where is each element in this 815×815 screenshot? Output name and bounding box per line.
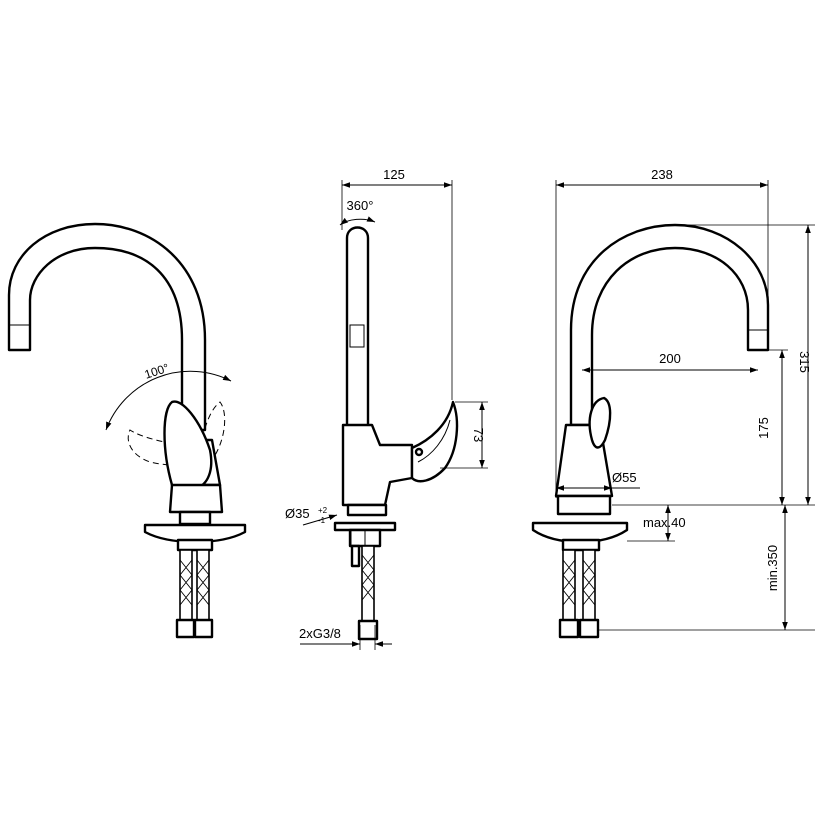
hose-right-1 (562, 549, 576, 623)
body-side (341, 423, 414, 507)
hose-front-2 (196, 549, 210, 621)
connection-label: 2xG3/8 (299, 626, 341, 641)
side-view: 125 360° 73 Ø35 +2 -1 (285, 167, 488, 650)
spout-front (7, 222, 207, 432)
dim-125-label: 125 (383, 167, 405, 182)
dim-max40-label: max.40 (643, 515, 686, 530)
dim-55-label: Ø55 (612, 470, 637, 485)
lever-side (410, 400, 459, 483)
hose-front-1 (179, 549, 193, 621)
dim-35-tol-plus: +2 (318, 506, 328, 515)
dim-315-label: 315 (797, 351, 812, 373)
dim-238-label: 238 (651, 167, 673, 182)
lever-angle-label: 100° (143, 361, 171, 382)
hose-nut-front-2 (193, 618, 214, 639)
base-right (556, 494, 612, 516)
stud-side (350, 544, 361, 568)
lever-pivot (414, 447, 424, 457)
dim-73-label: 73 (471, 428, 486, 442)
braid-right-2 (582, 559, 596, 606)
hose-nut-side (357, 619, 379, 641)
lever-ghost-right (199, 401, 226, 461)
swivel-label: 360° (347, 198, 374, 213)
front-view: 100° (7, 222, 247, 639)
braid-front-2 (196, 559, 210, 606)
lever-side-edge (417, 419, 451, 463)
dim-35-tol-minus: -1 (318, 516, 326, 525)
dim-175-label: 175 (756, 417, 771, 439)
lever-right (588, 396, 612, 449)
dim-min350-label: min.350 (765, 545, 780, 591)
washer-side (333, 521, 397, 532)
lever-rotation-arc (105, 370, 232, 431)
dim-200-label: 200 (659, 351, 681, 366)
right-view: 238 200 315 175 Ø55 (531, 167, 815, 639)
hose-nut-right-1 (558, 618, 580, 639)
braid-side (361, 554, 375, 601)
braid-front-1 (179, 559, 193, 606)
swivel-arc (339, 216, 376, 226)
spout-right (569, 223, 770, 427)
braid-right-1 (562, 559, 576, 606)
nut-front (176, 538, 214, 552)
base-front (168, 483, 224, 514)
spout-side (345, 226, 370, 427)
spout-band-side (349, 324, 365, 348)
dim-line-35 (302, 514, 338, 526)
hose-right-2 (582, 549, 596, 623)
hose-nut-right-2 (578, 618, 600, 639)
base-side (346, 503, 388, 517)
dim-35-label: Ø35 (285, 506, 310, 521)
hose-nut-front-1 (175, 618, 196, 639)
stud-front (178, 510, 212, 526)
nut-right (561, 538, 601, 552)
lever-ghost-left (127, 429, 201, 466)
